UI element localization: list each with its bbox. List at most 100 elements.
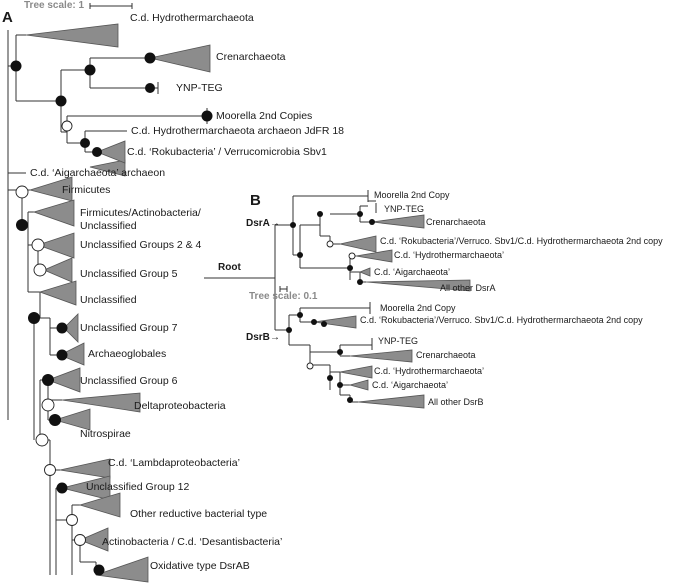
dsrb-taxon-label: C.d. ‘Rokubacteria’/Verruco. Sbv1/C.d. H… (360, 315, 643, 325)
clade-triangle (313, 315, 357, 329)
clade-triangle (61, 475, 111, 501)
panel-a: A Tree scale: 1 (2, 0, 344, 583)
dsrb-label: DsrB (246, 332, 270, 343)
node-dot-filled (290, 222, 296, 228)
node-dot-filled (337, 382, 343, 388)
node-dot-open (44, 464, 56, 476)
clade-triangle (357, 394, 425, 409)
dsra-taxon-label: C.d. ‘Rokubacteria’/Verruco. Sbv1/C.d. H… (380, 236, 663, 246)
node-dot-open (348, 252, 356, 260)
taxon-label: Oxidative type DsrAB (150, 560, 250, 572)
clade-triangle (59, 458, 111, 479)
node-dot-filled (357, 279, 363, 285)
taxon-label: Deltaproteobacteria (134, 400, 226, 412)
clade-triangle (59, 342, 85, 366)
panel-b-scale-bar (279, 286, 288, 292)
node-dot-filled (93, 564, 105, 576)
dsra-nodes (290, 211, 375, 285)
node-dot-filled (337, 349, 343, 355)
clade-triangle (89, 159, 126, 177)
taxon-label: Other reductive bacterial type (130, 508, 267, 520)
taxon-label: Nitrospirae (80, 428, 131, 440)
taxon-label: C.d. Hydrothermarchaeota (130, 12, 254, 24)
node-dot-open (15, 185, 29, 199)
taxon-label: Moorella 2nd Copies (216, 110, 312, 122)
node-dot-filled (16, 219, 28, 231)
clade-triangle (358, 267, 371, 277)
node-dot-filled (49, 414, 61, 426)
node-dot-filled (92, 147, 102, 157)
node-dot-open (74, 534, 86, 546)
dsra-branches (275, 190, 377, 283)
clade-triangle (32, 199, 75, 227)
panel-a-label: A (2, 9, 13, 26)
node-dot-filled (42, 374, 54, 386)
dsrb-taxon-label: C.d. ‘Aigarchaeota’ (372, 380, 448, 390)
taxon-label: C.d. Hydrothermarchaeota archaeon JdFR 1… (131, 125, 344, 137)
dsrb-taxon-label: All other DsrB (428, 397, 484, 407)
node-dot-open (306, 362, 314, 370)
clade-triangle (25, 23, 119, 48)
taxon-label: Unclassified Group 6 (80, 375, 178, 387)
node-dot-filled (28, 312, 40, 324)
node-dot-filled (317, 211, 323, 217)
clade-triangle (349, 349, 413, 363)
clade-triangle (42, 257, 73, 283)
clade-triangle (149, 44, 211, 73)
node-dot-filled (311, 319, 317, 325)
clade-triangle (28, 176, 73, 202)
node-dot-filled (56, 322, 68, 334)
dsra-taxon-label: Moorella 2nd Copy (374, 190, 450, 200)
node-dot-filled (145, 83, 155, 93)
dsrb-arrow: → (270, 332, 280, 343)
node-dot-filled (369, 219, 375, 225)
node-dot-filled (347, 265, 353, 271)
panel-b-tree-scale-label: Tree scale: 0.1 (249, 291, 318, 302)
taxon-label: Unclassified Groups 2 & 4 (80, 239, 202, 251)
taxon-label: C.d. ‘Aigarchaeota’ archaeon (30, 167, 165, 179)
node-dot-filled (347, 397, 353, 403)
dsra-taxon-label: All other DsrA (440, 283, 496, 293)
clade-triangle (371, 214, 425, 229)
dsra-clades (339, 214, 471, 292)
taxon-label: Unclassified Group 12 (86, 481, 189, 493)
dsrb-taxon-label: Crenarchaeota (416, 350, 476, 360)
taxon-label: Firmicutes (62, 184, 110, 196)
node-dot-open (41, 398, 55, 412)
node-dot-open (31, 238, 45, 252)
node-dot-filled (327, 375, 333, 381)
node-dot-open (61, 120, 73, 132)
node-dot-filled (357, 211, 363, 217)
clade-triangle (46, 367, 81, 393)
taxon-label: Unclassified (80, 294, 137, 306)
clade-triangle (53, 408, 91, 431)
panel-a-nodes (10, 52, 213, 576)
node-dot-filled (297, 312, 303, 318)
taxon-label: Archaeoglobales (88, 348, 166, 360)
node-dot-filled (56, 482, 68, 494)
panel-a-labels: C.d. Hydrothermarchaeota Crenarchaeota Y… (30, 12, 344, 572)
clade-triangle (36, 232, 75, 259)
taxon-label: Unclassified Group 5 (80, 268, 178, 280)
panel-b-label: B (250, 192, 261, 209)
dsrb-taxon-label: C.d. ‘Hydrothermarchaeota’ (374, 366, 484, 376)
node-dot-filled (84, 64, 96, 76)
panel-a-tree-scale-label: Tree scale: 1 (24, 0, 84, 11)
dsra-taxon-label: C.d. ‘Hydrothermarchaeota’ (394, 250, 504, 260)
dsra-labels: Moorella 2nd Copy YNP-TEG Crenarchaeota … (374, 190, 663, 293)
node-dot-filled (80, 138, 90, 148)
node-dot-filled (56, 349, 68, 361)
taxon-label: YNP-TEG (176, 82, 223, 94)
node-dot-filled (297, 252, 303, 258)
dsra-label: DsrA (246, 218, 270, 229)
taxon-label: C.d. ‘Rokubacteria’ / Verrucomicrobia Sb… (127, 146, 327, 158)
panel-a-scale-bar (89, 3, 133, 9)
node-dot-open (66, 514, 78, 526)
node-dot-filled (144, 52, 156, 64)
clade-triangle (355, 249, 393, 263)
clade-triangle (95, 140, 126, 164)
node-dot-filled (321, 321, 327, 327)
root-label: Root (218, 262, 241, 273)
node-dot-filled (10, 60, 22, 72)
